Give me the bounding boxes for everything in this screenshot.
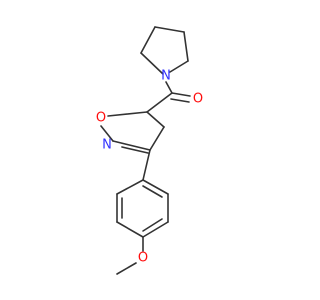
bond-ar3-ar4 <box>116 221 144 238</box>
pyrrolidine-n-label: N <box>161 69 171 84</box>
bond-cc-cd <box>183 31 189 62</box>
methoxy-o-label: O <box>138 251 148 266</box>
bond-ar4-ar5 <box>142 221 169 238</box>
bond-co-o-2 <box>170 98 190 103</box>
bond-co-o-1 <box>171 92 191 97</box>
bond-ar6-ar1 <box>142 179 169 195</box>
bond-ar1-ar2 <box>116 179 144 195</box>
bond-ome-ch3 <box>116 262 137 275</box>
bond-n-ca <box>140 52 164 75</box>
bond-ar-inner-3 <box>142 185 163 198</box>
bond-c3-aryl <box>142 149 151 181</box>
bond-n-co <box>165 81 173 94</box>
molecule-structure: N O O N O <box>95 26 204 275</box>
bond-group <box>100 26 191 275</box>
bond-o-n <box>100 125 114 142</box>
bond-ca-cb <box>140 26 156 54</box>
bond-c5-o <box>107 111 148 117</box>
ring-o-label: O <box>96 111 106 126</box>
bond-c3-c4 <box>149 126 165 151</box>
bond-co-c5 <box>146 92 173 113</box>
bond-n-c3-1 <box>112 140 151 151</box>
bond-n-c3-2 <box>121 146 149 154</box>
bond-ar-inner-2 <box>142 218 163 232</box>
bond-cb-cc <box>154 26 185 33</box>
bond-cd-n <box>169 60 189 73</box>
ring-n-label: N <box>102 138 112 153</box>
carbonyl-o-label: O <box>193 92 203 107</box>
bond-c4-c5 <box>146 111 165 128</box>
